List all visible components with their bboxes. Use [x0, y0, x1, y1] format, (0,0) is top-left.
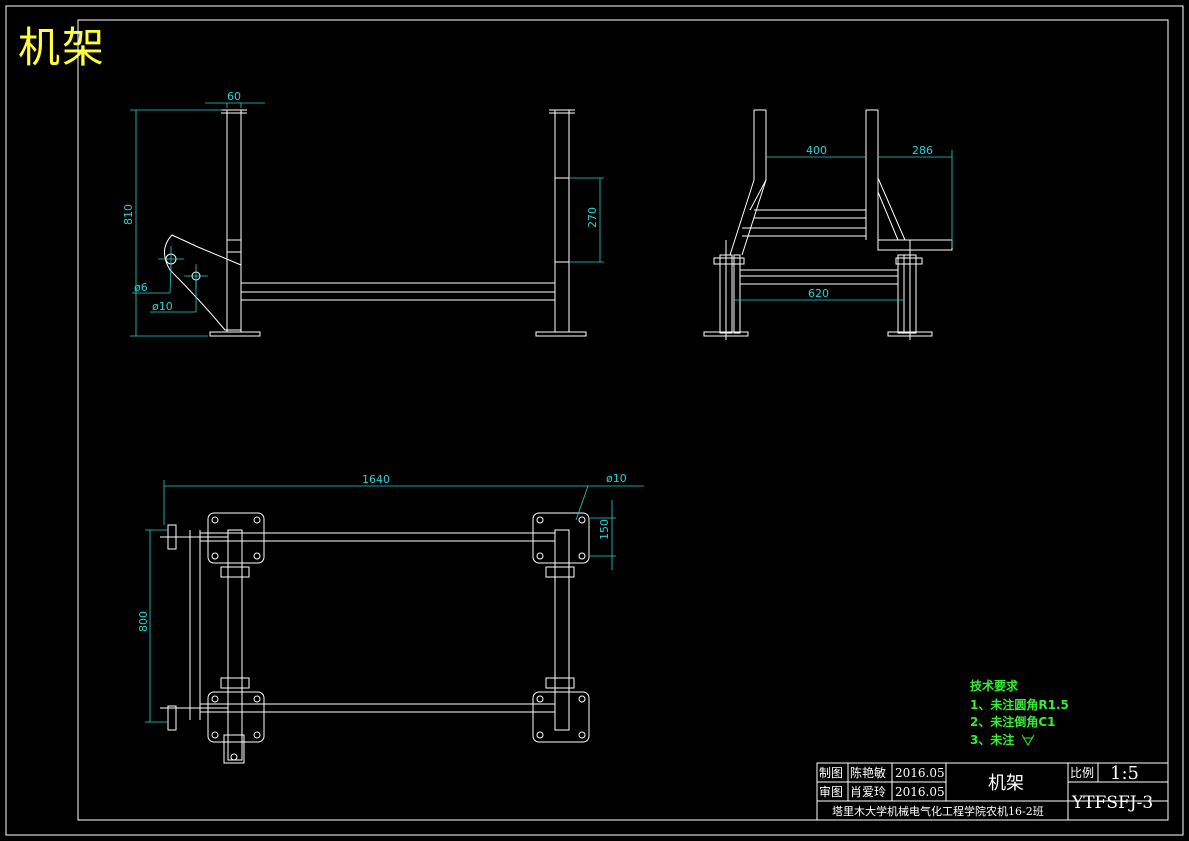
technical-requirements: 技术要求 1、未注圆角R1.5 2、未注倒角C1 3、未注 — [970, 678, 1069, 747]
dim-810: 810 — [122, 204, 135, 225]
front-left-foot — [209, 331, 261, 337]
tb-drawn-label: 制图 — [819, 766, 843, 780]
dim-400: 400 — [806, 144, 827, 157]
dim-60: 60 — [227, 90, 241, 103]
tb-drawn-name: 陈艳敏 — [850, 765, 886, 780]
top-view: 1640 ø10 150 800 — [137, 472, 644, 764]
req-item-2: 2、未注倒角C1 — [970, 714, 1056, 729]
tb-school: 塔里木大学机械电气化工程学院农机16-2班 — [832, 804, 1044, 818]
dim-270: 270 — [586, 207, 599, 228]
req-heading: 技术要求 — [970, 678, 1019, 693]
dim-620: 620 — [808, 287, 829, 300]
dim-1640: 1640 — [362, 473, 390, 486]
dim-phi6: ø6 — [134, 281, 148, 294]
plate-bottom-right — [532, 691, 590, 743]
top-left-post — [227, 529, 243, 761]
dim-phi10-top: ø10 — [606, 472, 627, 485]
dim-phi10-front: ø10 — [152, 300, 173, 313]
side-arm — [877, 239, 953, 251]
tb-scale-label: 比例 — [1070, 766, 1094, 780]
dim-286: 286 — [912, 144, 933, 157]
front-view: 60 810 ø6 ø10 270 — [122, 90, 604, 337]
tb-drawing-no: YTFSFJ-3 — [1071, 793, 1153, 813]
dim-800: 800 — [137, 611, 150, 632]
tb-scale-value: 1:5 — [1110, 763, 1139, 784]
top-right-post — [554, 529, 570, 731]
drawing-title: 机架 — [18, 23, 107, 72]
tb-part-name: 机架 — [988, 773, 1024, 794]
front-right-foot — [535, 331, 587, 337]
tb-drawn-date: 2016.05 — [895, 766, 945, 780]
plate-bottom-left — [207, 691, 265, 743]
plate-top-right — [532, 512, 590, 564]
req-item-3: 3、未注 — [970, 732, 1014, 747]
title-block: 制图 陈艳敏 2016.05 审图 肖爱玲 2016.05 机架 比例 1:5 … — [816, 762, 1169, 821]
tb-checked-label: 审图 — [819, 784, 843, 799]
dim-150: 150 — [598, 519, 611, 540]
inner-border — [77, 19, 1169, 821]
plate-top-left — [207, 512, 265, 564]
tb-checked-date: 2016.05 — [895, 785, 945, 799]
req-item-1: 1、未注圆角R1.5 — [970, 697, 1069, 712]
front-bracket — [164, 234, 242, 331]
front-right-post — [554, 109, 570, 333]
front-left-post — [226, 109, 242, 333]
surface-finish-icon — [1021, 734, 1035, 746]
tb-checked-name: 肖爱玲 — [850, 785, 886, 799]
side-view: 400 286 620 — [703, 109, 953, 340]
outer-border — [5, 5, 1184, 836]
